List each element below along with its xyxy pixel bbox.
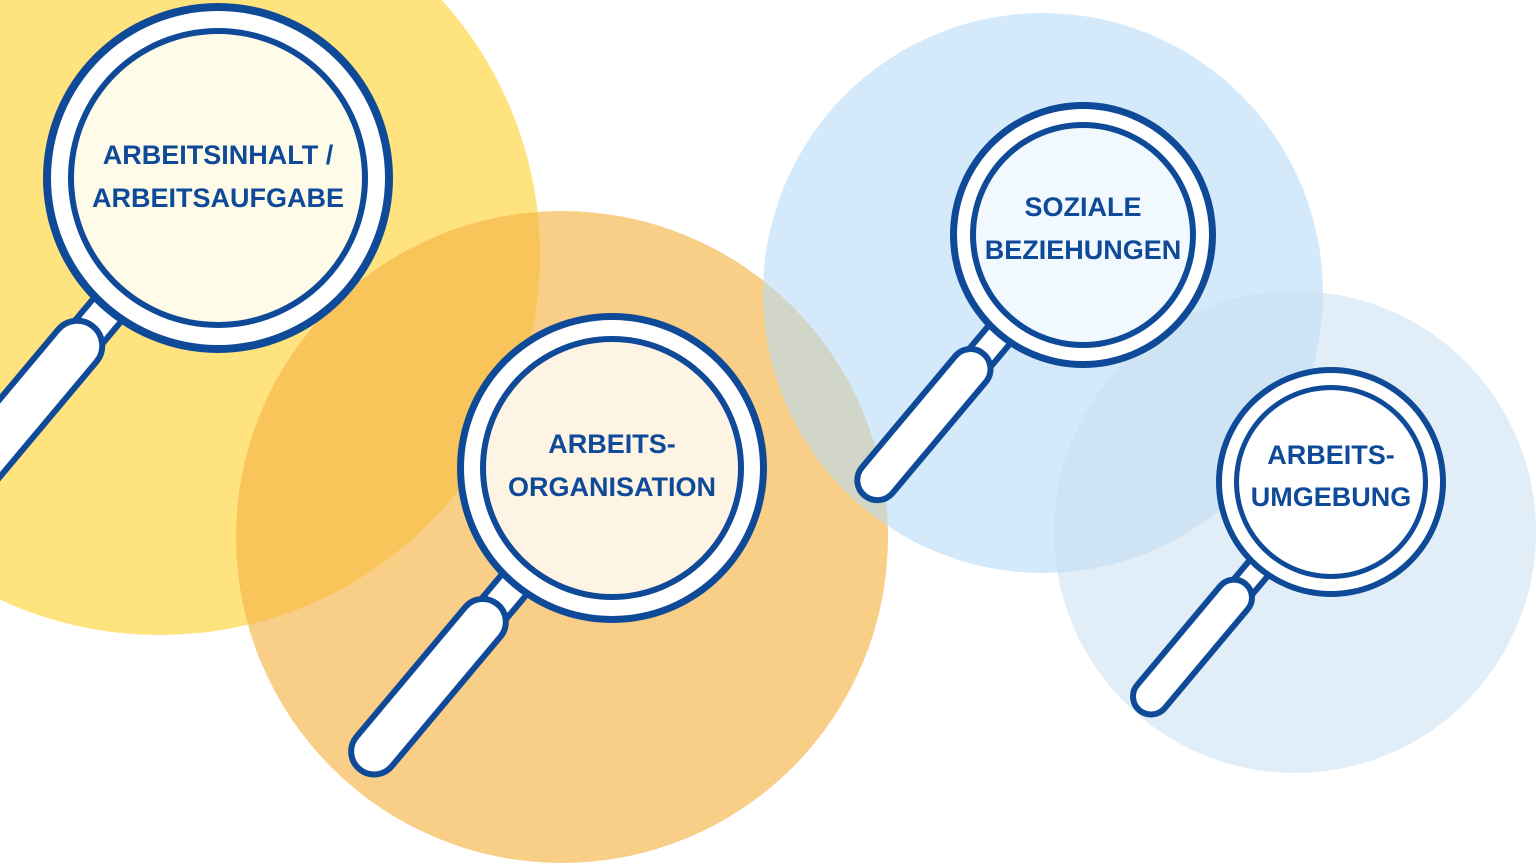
magnifier-arbeitsorganisation: ARBEITS- ORGANISATION: [348, 313, 767, 778]
topic-label-line: ARBEITSAUFGABE: [92, 183, 344, 213]
topic-label-line: ARBEITS-: [548, 429, 676, 459]
topic-label-line: SOZIALE: [1024, 192, 1141, 222]
magnifier-icon: [348, 313, 767, 778]
topic-label-line: ARBEITSINHALT /: [103, 140, 334, 170]
magnifier-icon: [854, 102, 1216, 504]
magnifier-arbeitsinhalt: ARBEITSINHALT / ARBEITSAUFGABE: [0, 3, 393, 512]
magnifier-icon: [0, 3, 393, 512]
topic-label-line: UMGEBUNG: [1251, 482, 1412, 512]
topic-label-line: ORGANISATION: [508, 472, 716, 502]
magnifier-arbeitsumgebung: ARBEITS- UMGEBUNG: [1130, 367, 1446, 718]
topic-label-line: ARBEITS-: [1267, 440, 1395, 470]
magnifier-icon: [1130, 367, 1446, 718]
magnifier-soziale-beziehungen: SOZIALE BEZIEHUNGEN: [854, 102, 1216, 504]
topic-label-line: BEZIEHUNGEN: [985, 235, 1182, 265]
